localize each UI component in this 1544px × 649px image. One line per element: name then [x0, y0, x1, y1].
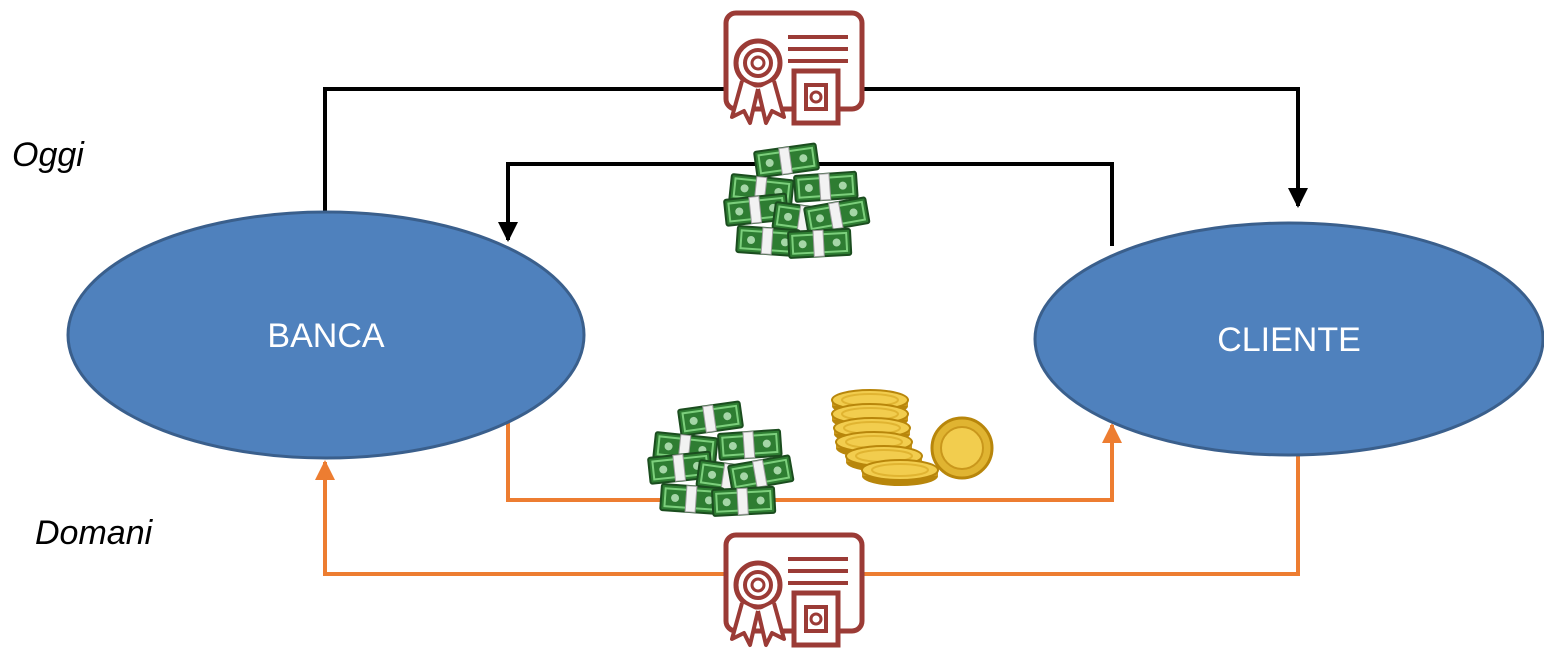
- tomorrow-label: Domani: [35, 514, 153, 552]
- tomorrow-arrow-bank-to-client: [506, 418, 1122, 502]
- banknotes-stack-icon: [648, 401, 794, 516]
- banknotes-stack-icon: [724, 143, 870, 258]
- certificate-icon: [726, 13, 862, 123]
- client-node: CLIENTE: [1033, 221, 1544, 457]
- bank-node-label: BANCA: [267, 317, 384, 355]
- certificate-icon: [726, 535, 862, 645]
- bank-node: BANCA: [66, 210, 586, 460]
- gold-coins-icon: [831, 389, 994, 487]
- today-label: Oggi: [12, 136, 84, 174]
- client-node-label: CLIENTE: [1217, 321, 1361, 359]
